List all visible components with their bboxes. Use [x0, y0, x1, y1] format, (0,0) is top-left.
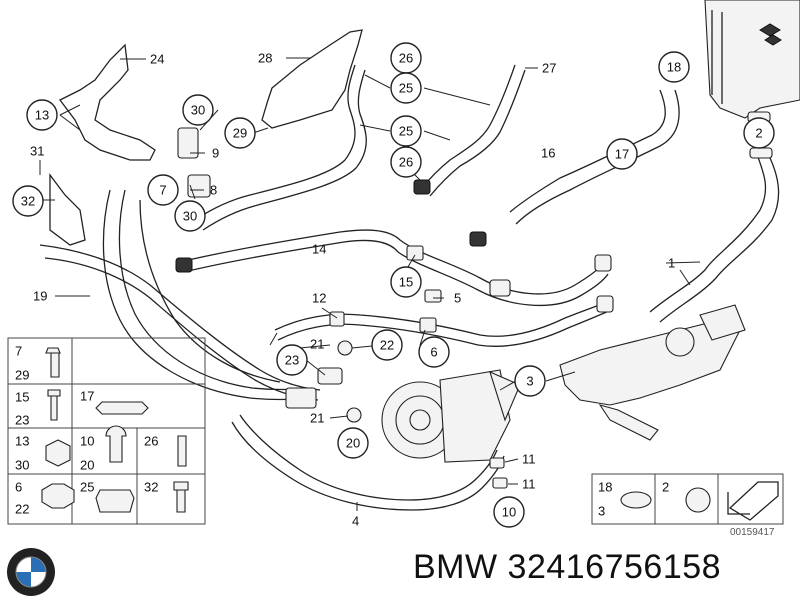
callout-26a: 26	[399, 51, 413, 66]
leader-lines	[39, 57, 701, 511]
callout-31: 31	[30, 144, 44, 159]
diagram-code: 00159417	[730, 527, 775, 538]
callout-9: 9	[212, 146, 219, 161]
legend-right-b: 3	[598, 504, 605, 519]
legend-left: 7 29 15 23 17 13 30 10 20 26 6 22 25 32	[7, 337, 206, 525]
steering-rack	[559, 319, 741, 406]
callout-14: 14	[312, 242, 326, 257]
callout-21b: 21	[310, 411, 324, 426]
legend-r4-a: 6	[15, 480, 22, 495]
callout-8: 8	[210, 183, 217, 198]
reservoir	[704, 0, 800, 119]
callout-12: 12	[312, 291, 326, 306]
legend-r1-a: 7	[15, 344, 22, 359]
legend-r2-b: 23	[15, 413, 29, 428]
legend-right-c: 2	[662, 480, 669, 495]
callout-13a: 13	[35, 108, 49, 123]
legend-r3-e: 26	[144, 434, 158, 449]
legend-right-a: 18	[598, 480, 612, 495]
callout-11b: 11	[522, 477, 536, 492]
brand-name: BMW	[413, 548, 498, 586]
callout-1: 1	[668, 256, 675, 271]
legend-r3-d: 20	[80, 458, 94, 473]
callout-25a: 25	[399, 81, 413, 96]
legend-r4-d: 32	[144, 480, 158, 495]
legend-r4-c: 25	[80, 480, 94, 495]
callout-11a: 11	[522, 452, 536, 467]
callout-30b: 30	[183, 209, 197, 224]
heat-shield	[261, 29, 363, 129]
legend-right: 18 3 2 00159417	[591, 473, 784, 538]
legend-r3-b: 30	[15, 458, 29, 473]
callout-21a: 21	[310, 337, 324, 352]
callout-28: 28	[258, 51, 272, 66]
legend-r4-b: 22	[15, 502, 29, 517]
callout-32a: 32	[21, 194, 35, 209]
callout-3: 3	[526, 374, 533, 389]
arrow-icon	[727, 481, 779, 521]
callout-30a: 30	[191, 103, 205, 118]
legend-r3-c: 10	[80, 434, 94, 449]
callout-26b: 26	[399, 155, 413, 170]
drawing-lines	[39, 0, 800, 511]
callout-7a: 7	[159, 183, 166, 198]
legend-r3-a: 13	[15, 434, 29, 449]
part-number: 32416756158	[507, 548, 722, 586]
legend-r2-c: 17	[80, 389, 94, 404]
callout-22a: 22	[380, 338, 394, 353]
callout-10a: 10	[502, 505, 516, 520]
callout-27: 27	[542, 61, 556, 76]
callout-23: 23	[285, 353, 299, 368]
legend-r2-a: 15	[15, 390, 29, 405]
callout-4: 4	[352, 514, 359, 529]
callouts: 24 28 26 27 25 18 13 30 29 9 25 2 16 17 …	[12, 42, 775, 529]
callout-18a: 18	[667, 60, 681, 75]
callout-25b: 25	[399, 124, 413, 139]
part-caption: BMW 32416756158	[413, 548, 721, 587]
callout-16: 16	[541, 146, 555, 161]
callout-20a: 20	[346, 436, 360, 451]
callout-6a: 6	[430, 345, 437, 360]
callout-19: 19	[33, 289, 47, 304]
bmw-logo-icon	[7, 548, 55, 596]
callout-15a: 15	[399, 275, 413, 290]
callout-2a: 2	[755, 126, 762, 141]
callout-17a: 17	[615, 147, 629, 162]
callout-29a: 29	[233, 126, 247, 141]
callout-5: 5	[454, 291, 461, 306]
legend-r1-b: 29	[15, 368, 29, 383]
callout-24: 24	[150, 52, 164, 67]
